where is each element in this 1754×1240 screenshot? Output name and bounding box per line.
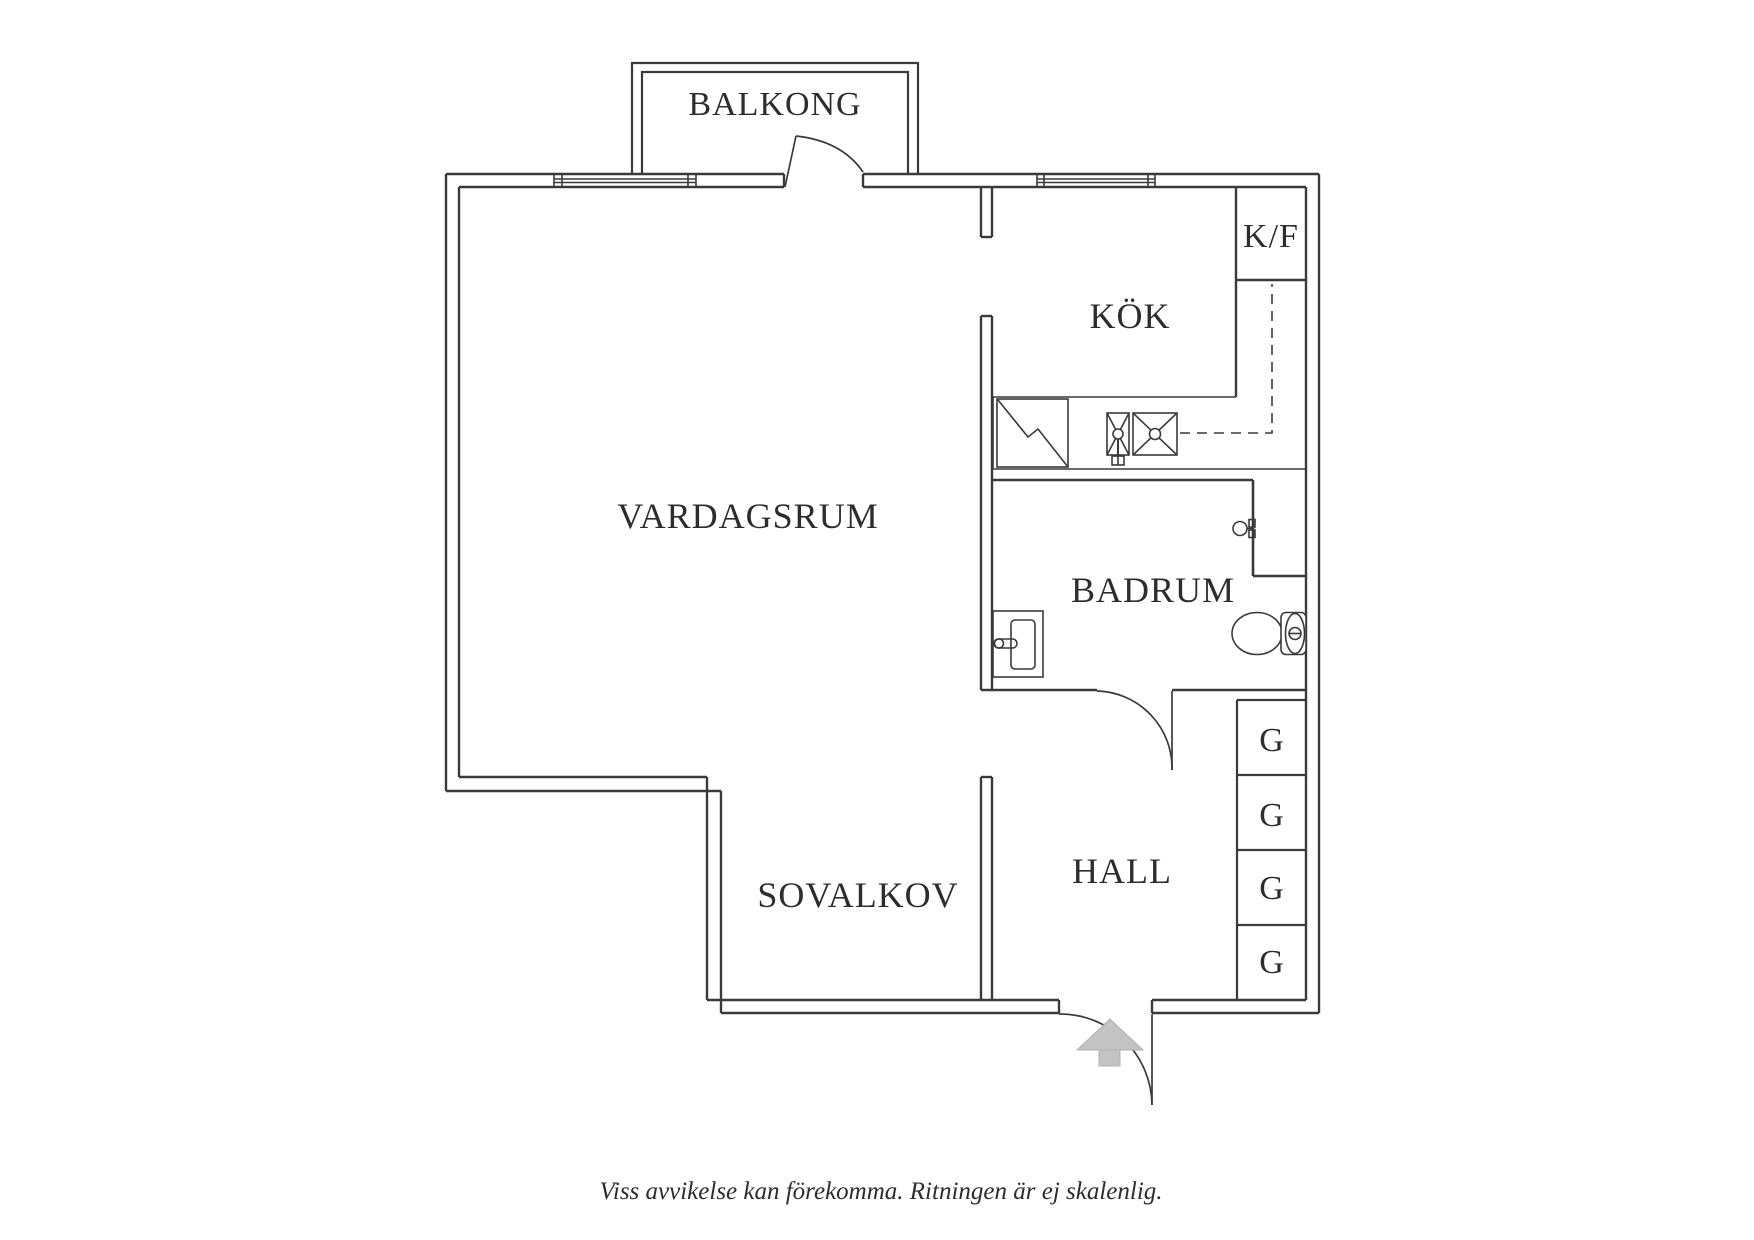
- balcony-outer: [630, 61, 920, 174]
- bathroom-sink-icon: [992, 610, 1044, 678]
- bathroom-fixtures: [992, 518, 1307, 678]
- bathroom-door-icon: [1096, 690, 1173, 771]
- entrance-arrow-icon: [1075, 1018, 1145, 1067]
- kitchen-fixtures: [992, 284, 1306, 470]
- balcony-door-arc: [795, 135, 864, 173]
- toilet-icon: [1231, 611, 1307, 656]
- windows: [553, 174, 1156, 187]
- balcony-door-leaf: [784, 135, 797, 188]
- window-livingroom-icon: [553, 174, 697, 187]
- disclaimer-text: Viss avvikelse kan förekomma. Ritningen …: [599, 1178, 1163, 1205]
- closet-label-g3: G: [1259, 870, 1285, 907]
- closet-label-g1: G: [1259, 722, 1285, 759]
- stove-icon: [996, 398, 1069, 468]
- bathroom-door-arc: [1096, 690, 1173, 771]
- interior-walls: [979, 187, 1306, 1000]
- room-label-balkong: BALKONG: [688, 86, 862, 123]
- kitchen-faucet-icon: [1111, 439, 1125, 466]
- room-label-sovalkov: SOVALKOV: [757, 875, 959, 915]
- water-tap-icon: [1232, 518, 1256, 539]
- counter-dashed-line: [1180, 284, 1273, 434]
- window-kitchen-icon: [1036, 174, 1156, 187]
- room-label-vardagsrum: VARDAGSRUM: [617, 496, 879, 536]
- room-label-kf: K/F: [1243, 218, 1299, 255]
- doors: [784, 135, 1173, 1106]
- wardrobe-closets: [1235, 698, 1306, 1000]
- closet-label-g2: G: [1259, 797, 1285, 834]
- balcony-walls: [630, 61, 920, 174]
- closet-label-g4: G: [1259, 944, 1285, 981]
- outer-walls: [444, 172, 1321, 1015]
- room-label-hall: HALL: [1072, 851, 1172, 891]
- balcony-inner: [640, 70, 910, 174]
- balcony-door-icon: [784, 135, 864, 188]
- room-label-kok: KÖK: [1089, 296, 1171, 336]
- room-label-badrum: BADRUM: [1070, 570, 1236, 610]
